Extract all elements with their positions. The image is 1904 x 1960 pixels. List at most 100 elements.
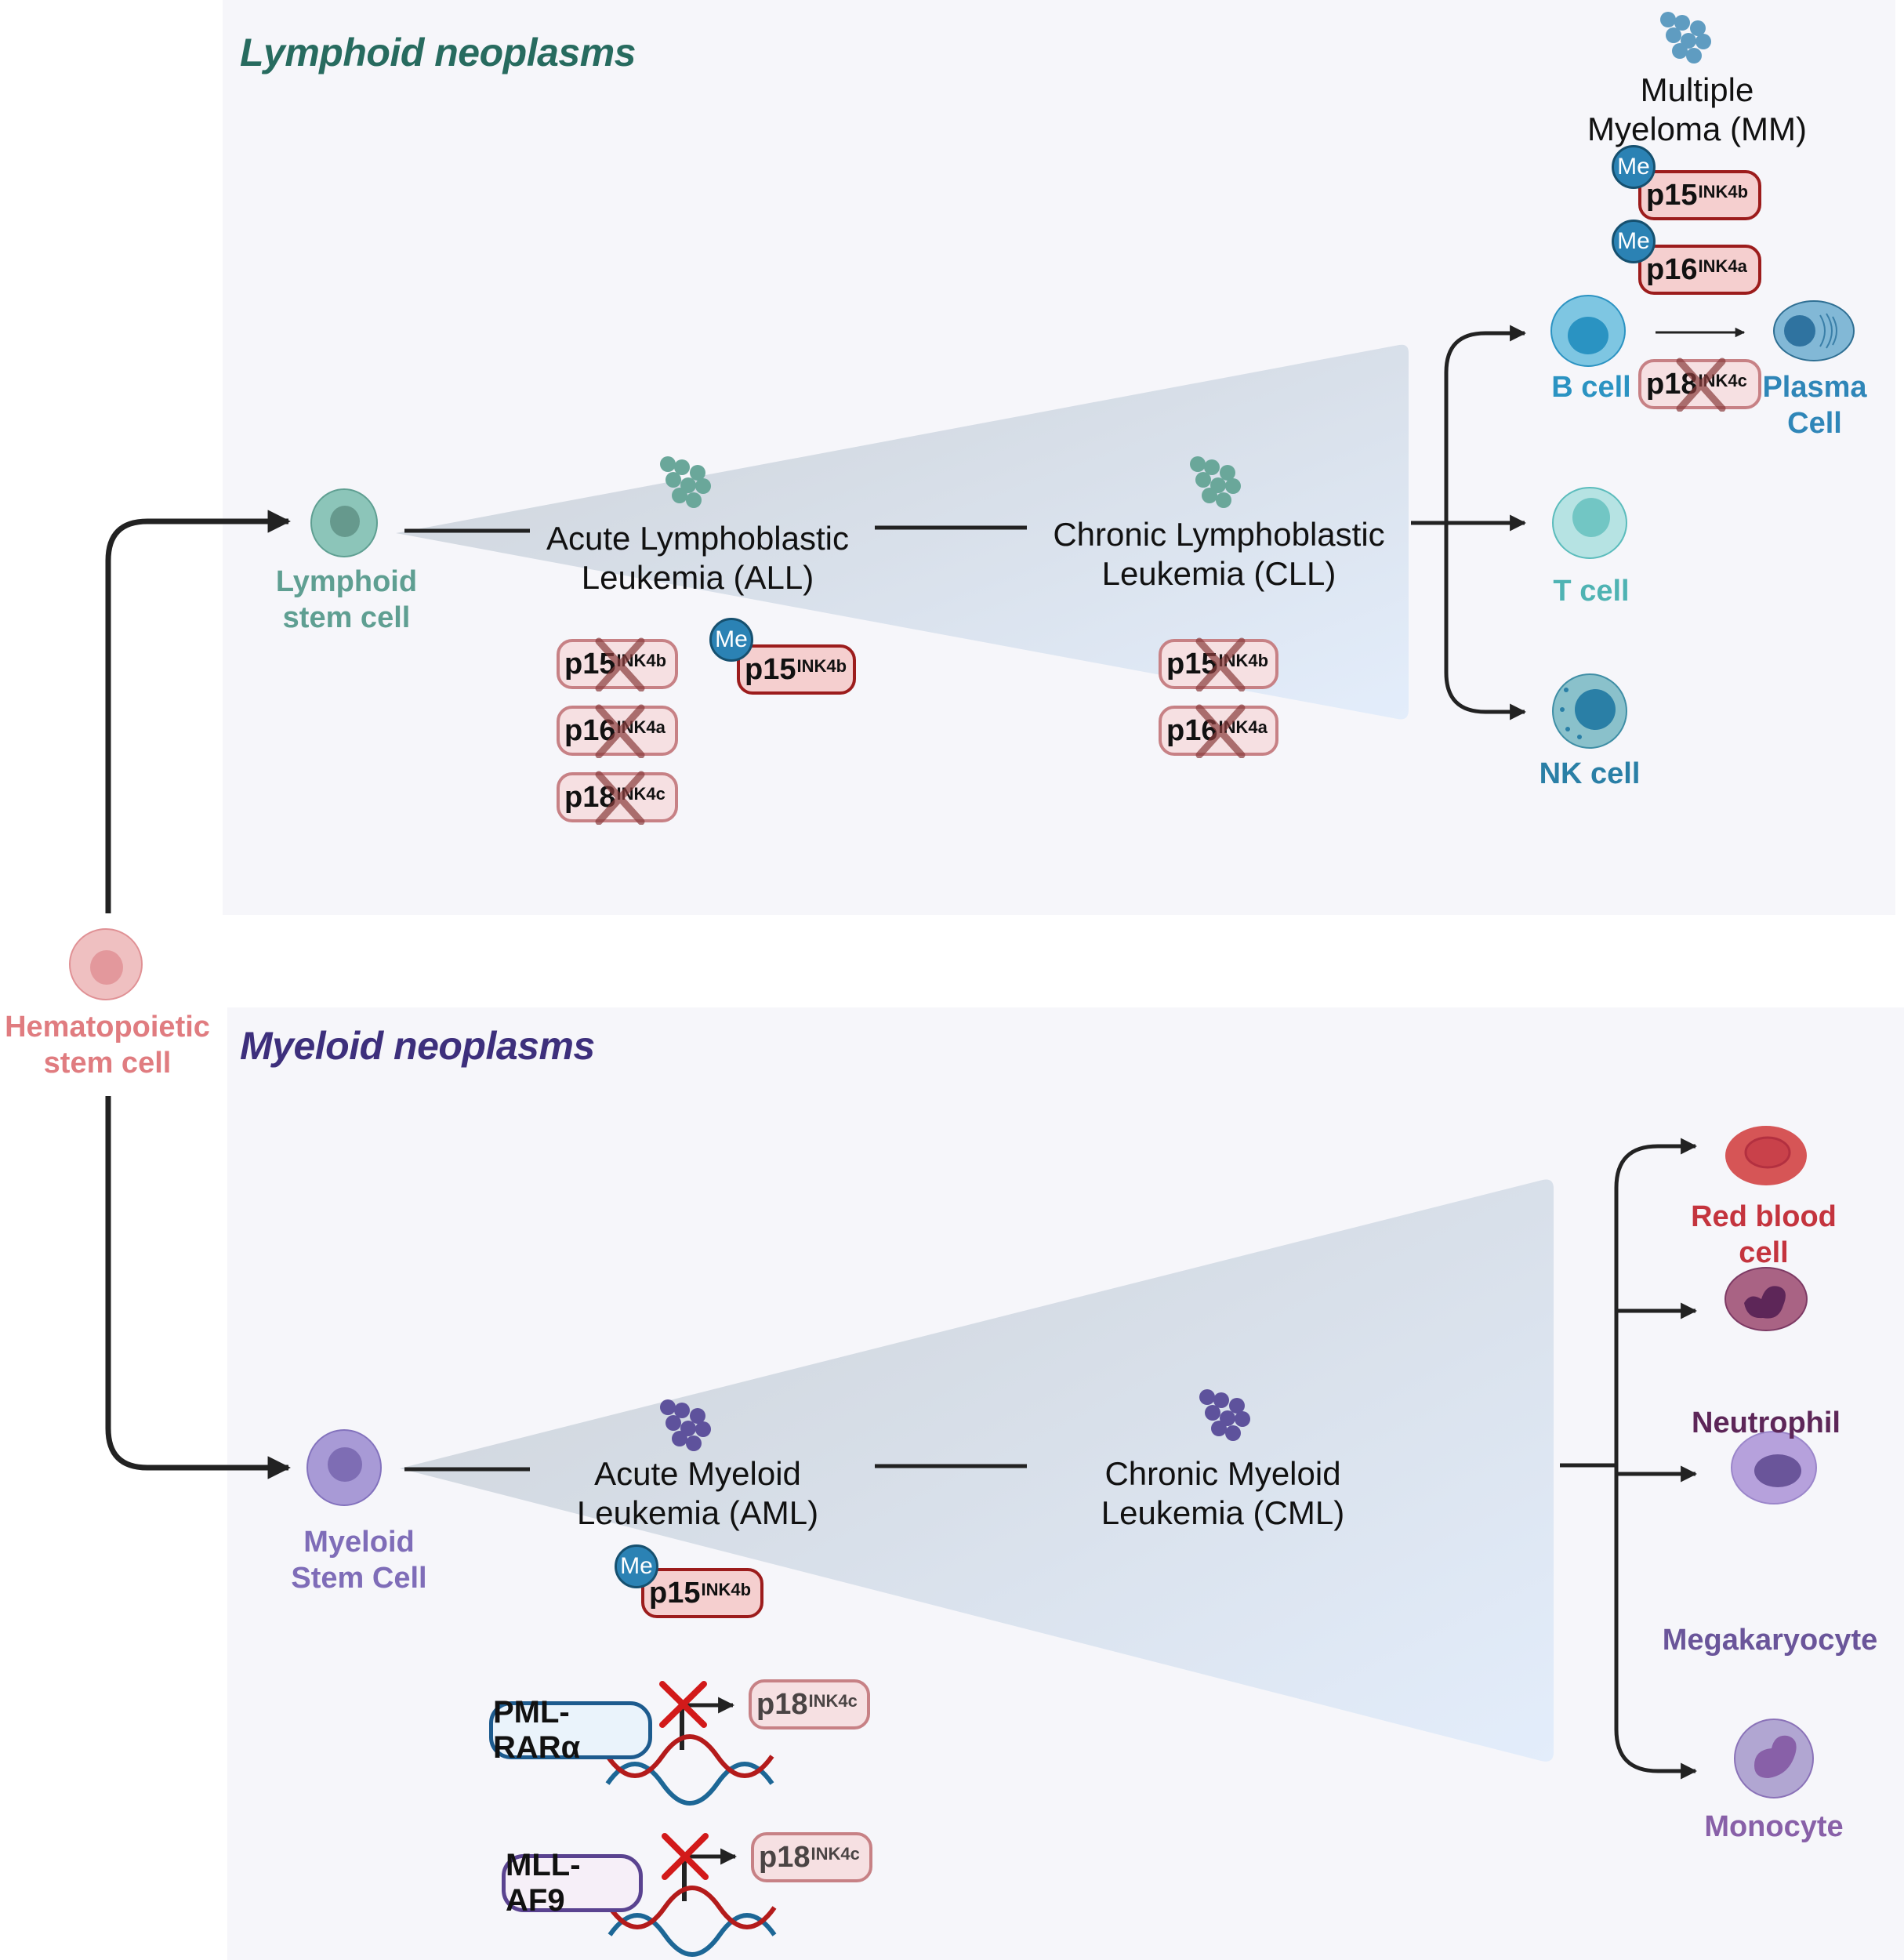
gene-sup: INK4b (1698, 182, 1749, 201)
red-blood-cell-icon (1725, 1126, 1807, 1185)
gene-name: p15 (1166, 647, 1218, 681)
lymphoid-stem-cell-icon (310, 488, 378, 557)
methylation-badge: Me (1612, 220, 1656, 263)
all-line2: Leukemia (ALL) (581, 559, 814, 597)
all-blast-cluster-icon (660, 456, 711, 508)
gene-sup: INK4a (1218, 717, 1268, 737)
hsc-label-line2: stem cell (43, 1046, 172, 1080)
gene-name: p16 (1166, 713, 1218, 747)
gene-name: p15 (649, 1576, 701, 1610)
myeloid-stem-label-line2: Stem Cell (291, 1561, 427, 1595)
aml-line1: Acute Myeloid (594, 1455, 801, 1492)
lymphoid-stem-cell-label: Lymphoid stem cell (276, 564, 417, 636)
mm-line1: Multiple (1640, 71, 1754, 108)
plasma-line1: Plasma (1762, 371, 1867, 404)
plasma-cell-label: Plasma Cell (1762, 370, 1866, 441)
cml-line2: Leukemia (CML) (1101, 1494, 1345, 1532)
arrow-to-lymphoid (105, 510, 291, 913)
red-blood-cell-label: Red blood cell (1691, 1200, 1837, 1271)
neutrophil-icon (1724, 1267, 1808, 1331)
nk-cell-icon (1552, 673, 1627, 749)
monocyte-icon (1734, 1719, 1814, 1798)
plasma-cell-icon (1773, 300, 1855, 361)
methylation-badge: Me (615, 1544, 658, 1588)
gene-name: p16 (1646, 252, 1698, 286)
mll-af9-fusion-box: MLL-AF9 (502, 1848, 643, 1918)
mm-cluster-icon (1660, 12, 1711, 64)
hematopoietic-stem-cell-label: Hematopoietic stem cell (5, 1010, 210, 1081)
methylation-badge: Me (1612, 145, 1656, 189)
lymphoid-stem-label-line2: stem cell (282, 601, 411, 634)
cll-line1: Chronic Lymphoblastic (1053, 516, 1385, 553)
cll-disease-label: Chronic Lymphoblastic Leukemia (CLL) (1053, 515, 1384, 594)
gene-sup: INK4a (616, 717, 665, 737)
pml-rara-fusion-box: PML-RARα (489, 1695, 652, 1765)
myeloid-stem-cell-label: Myeloid Stem Cell (291, 1525, 426, 1596)
cml-blast-cluster-icon (1199, 1389, 1250, 1441)
arrow-to-myeloid (105, 1096, 291, 1479)
gene-sup: INK4b (1218, 651, 1269, 670)
all-disease-label: Acute Lymphoblastic Leukemia (ALL) (546, 519, 849, 598)
cml-line1: Chronic Myeloid (1104, 1455, 1341, 1492)
aml-line2: Leukemia (AML) (576, 1494, 819, 1532)
plasma-line2: Cell (1787, 406, 1842, 440)
gene-sup: INK4c (616, 784, 665, 804)
megakaryocyte-icon (1731, 1431, 1817, 1504)
gene-name: p18 (756, 1687, 808, 1721)
gene-sup: INK4b (796, 656, 847, 676)
myeloid-title-text: Myeloid neoplasms (240, 1024, 595, 1068)
gene-sup: INK4b (701, 1580, 752, 1599)
cll-line2: Leukemia (CLL) (1101, 555, 1336, 593)
arrow-to-b-cell (1444, 325, 1527, 523)
myeloid-progression-wedge (400, 1179, 1554, 1762)
methylation-badge: Me (709, 618, 753, 662)
gene-sup: INK4c (811, 1844, 860, 1864)
rbc-line2: cell (1739, 1236, 1789, 1269)
lymphoid-section-title: Lymphoid neoplasms (240, 30, 636, 75)
arrow-to-monocyte (1614, 1465, 1698, 1780)
mm-disease-label: Multiple Myeloma (MM) (1587, 71, 1807, 150)
cll-blast-cluster-icon (1190, 456, 1241, 508)
arrow-to-rbc (1614, 1138, 1698, 1465)
all-line1: Acute Lymphoblastic (546, 520, 849, 557)
neutrophil-label: Neutrophil (1692, 1406, 1841, 1439)
megakaryocyte-label: Megakaryocyte (1662, 1624, 1878, 1657)
aml-blast-cluster-icon (660, 1399, 711, 1451)
pml-rara-dna-icon (605, 1697, 774, 1806)
gene-name: p18 (564, 780, 616, 814)
arrow-to-nk-cell (1444, 523, 1527, 720)
lymphoid-stem-label-line1: Lymphoid (275, 565, 418, 598)
hsc-label-line1: Hematopoietic (5, 1011, 210, 1044)
gene-sup: INK4a (1698, 256, 1747, 276)
gene-name: p15 (1646, 178, 1698, 212)
aml-disease-label: Acute Myeloid Leukemia (AML) (577, 1454, 818, 1534)
rbc-line1: Red blood (1691, 1200, 1837, 1233)
myeloid-section-title: Myeloid neoplasms (240, 1023, 595, 1069)
lymphoid-title-text: Lymphoid neoplasms (240, 31, 636, 74)
mll-af9-dna-icon (607, 1848, 777, 1957)
gene-sup: INK4c (1698, 371, 1747, 390)
gene-name: p15 (564, 647, 616, 681)
myeloid-stem-cell-icon (306, 1429, 382, 1506)
b-cell-label: B cell (1551, 371, 1631, 404)
b-cell-icon (1550, 295, 1626, 367)
mm-line2: Myeloma (MM) (1587, 111, 1807, 148)
gene-name: p18 (759, 1840, 811, 1874)
gene-name: p18 (1646, 367, 1698, 401)
myeloid-stem-label-line1: Myeloid (303, 1526, 415, 1559)
t-cell-icon (1552, 487, 1627, 559)
gene-name: p16 (564, 713, 616, 747)
gene-sup: INK4c (808, 1691, 858, 1711)
